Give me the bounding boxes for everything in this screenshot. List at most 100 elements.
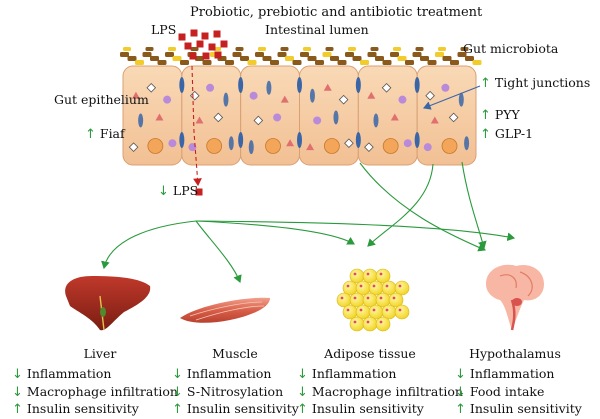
tight-junction [297, 77, 302, 93]
granule [146, 82, 157, 93]
bacterium [330, 56, 339, 61]
intestinal-lumen-label: Intestinal lumen [265, 22, 369, 37]
bacterium [435, 52, 444, 57]
cell-nucleus [382, 138, 399, 154]
adipocyte-nucleus [366, 296, 370, 300]
granule [228, 136, 234, 151]
adipocyte-nucleus [379, 272, 383, 276]
arrow-icon: ↓ [297, 384, 308, 400]
granule [266, 80, 272, 95]
granule [367, 91, 376, 99]
fiaf-label: ↑ Fiaf [85, 127, 125, 142]
up-arrow-icon: ↑ [480, 127, 491, 142]
cell-nucleus [441, 138, 458, 154]
adipocyte-nucleus [353, 272, 357, 276]
effect-text: Insulin sensitivity [311, 401, 424, 416]
adipocyte-nucleus [379, 320, 383, 324]
granule [223, 92, 229, 107]
up-arrow-icon: ↑ [85, 127, 96, 142]
adipocyte-nucleus [366, 320, 370, 324]
arrow-to-muscle [195, 220, 242, 284]
up-arrow-icon: ↑ [480, 108, 491, 123]
bacterium [393, 47, 401, 51]
adipocyte-nucleus [366, 272, 370, 276]
adipocyte [394, 304, 410, 320]
bacterium [360, 60, 369, 65]
effect-item: ↑ Insulin sensitivity [297, 401, 463, 419]
granule [390, 113, 399, 121]
bacterium [315, 60, 324, 65]
granule [128, 142, 139, 152]
bacterium [322, 52, 332, 57]
adipocyte-nucleus [379, 296, 383, 300]
bacterium [412, 52, 422, 57]
tight-junction [355, 132, 361, 148]
tight-junction [297, 132, 302, 148]
tight-junctions-text: Tight junctions [494, 75, 591, 90]
lps-molecule [189, 52, 197, 60]
effect-item: ↓ Macrophage infiltration [297, 384, 463, 402]
adipocyte [388, 292, 404, 308]
lps-translocation-arrow [191, 65, 202, 187]
granule [253, 115, 264, 126]
granule [138, 113, 144, 128]
bacterium [235, 47, 244, 51]
bacterium [247, 60, 257, 65]
granule [333, 110, 339, 125]
bacterium [370, 47, 379, 51]
lps-molecule [208, 43, 216, 51]
arrow-to-hypothalamus-a [195, 220, 516, 242]
effect-item: ↓ Inflammation [455, 366, 582, 384]
adipocyte-nucleus [392, 296, 396, 300]
bacterium [145, 47, 154, 51]
effect-text: Inflammation [26, 366, 112, 381]
granule [398, 95, 407, 104]
glp1-label: ↑ GLP-1 [480, 127, 533, 142]
effect-item: ↑ Insulin sensitivity [455, 401, 582, 419]
bacterium [168, 47, 176, 51]
tight-junction [238, 77, 244, 93]
granule [188, 143, 197, 152]
bacterium [300, 52, 309, 57]
lps-bottom-text: LPS [172, 183, 199, 198]
granule [338, 94, 349, 105]
adipocyte-nucleus [398, 284, 402, 288]
granule [286, 139, 295, 147]
granule [423, 143, 432, 152]
lps-molecule [201, 32, 209, 40]
adipocyte-nucleus [340, 296, 344, 300]
arrow-icon: ↓ [172, 384, 183, 400]
arrow-icon: ↑ [172, 402, 183, 417]
bacterium [457, 52, 467, 57]
bacterium [307, 56, 317, 61]
effect-text: Insulin sensitivity [26, 401, 139, 416]
bacterium [303, 47, 311, 51]
arrow-to-liver [101, 220, 197, 270]
granule [155, 113, 164, 121]
arrow-pyy-to-hypothalamus [461, 161, 487, 250]
cell-nucleus [265, 138, 281, 154]
bacterium [258, 47, 266, 51]
bacterium [442, 56, 452, 61]
pyy-label: ↑ PYY [480, 108, 520, 123]
lps-molecule [190, 29, 198, 37]
granule [280, 95, 289, 103]
tight-junctions-label: ↑ Tight junctions [480, 76, 590, 91]
gut-microbiota [120, 47, 482, 65]
lps-particles [178, 29, 228, 196]
arrow-icon: ↑ [297, 402, 308, 417]
bacterium [195, 56, 204, 61]
tight-junction [414, 132, 420, 148]
lps-molecule [202, 52, 210, 60]
adipocyte-nucleus [346, 284, 350, 288]
adipose-illustration [336, 268, 410, 332]
adipocyte-nucleus [359, 308, 363, 312]
lps-molecule [196, 40, 204, 48]
diagram-title: Probiotic, prebiotic and antibiotic trea… [190, 5, 483, 20]
adipocyte-nucleus [346, 308, 350, 312]
bacterium [337, 60, 347, 65]
arrow-tight-junction [422, 85, 481, 110]
lps-molecule [195, 188, 203, 196]
adipocyte-nucleus [372, 308, 376, 312]
